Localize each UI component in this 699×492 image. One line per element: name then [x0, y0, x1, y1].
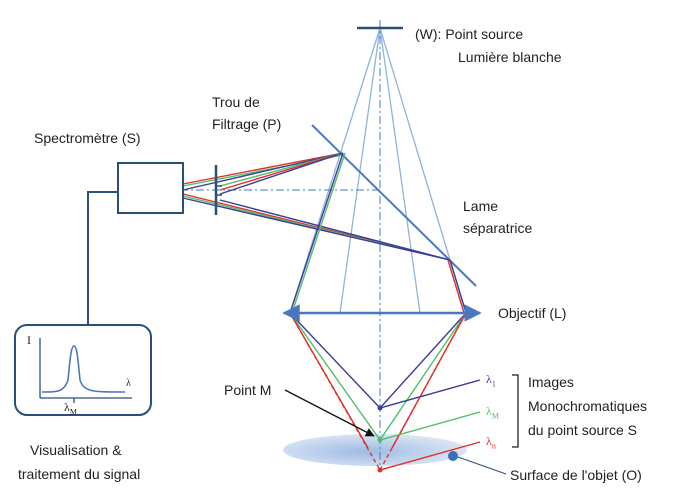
surface-label: Surface de l'objet (O)	[510, 467, 642, 483]
white-light-label: Lumière blanche	[458, 49, 562, 65]
lambda-m-label: λM	[486, 404, 499, 421]
beamsplitter-plate	[311, 124, 477, 287]
objective-label: Objectif (L)	[498, 305, 567, 321]
lambda-n-label: λn	[486, 434, 496, 451]
point-m-label: Point M	[224, 382, 272, 398]
surface-marker	[448, 451, 458, 461]
images-bracket	[512, 374, 519, 448]
signal-graph	[39, 338, 132, 403]
white-source-label: (W): Point source	[415, 26, 524, 42]
spectral-rays-upper	[182, 152, 451, 261]
focus-lambda-1	[377, 405, 383, 411]
filter-label-line2: Filtrage (P)	[212, 116, 282, 132]
graph-y-axis-label: I	[27, 333, 31, 347]
spectrometer-label: Spectromètre (S)	[34, 130, 141, 146]
images-label-line1: Images	[528, 374, 574, 390]
images-label-line2: Monochromatiques	[528, 398, 648, 414]
optical-axis	[180, 20, 381, 470]
beamsplitter-label-line2: séparatrice	[463, 220, 533, 236]
spectral-rays-lower	[289, 152, 481, 471]
surface-leader	[457, 456, 507, 475]
signal-cable	[87, 191, 118, 325]
visualisation-box	[14, 324, 152, 416]
filter-label-line1: Trou de	[212, 94, 260, 110]
white-light-cone	[289, 27, 467, 314]
focus-lambda-m	[377, 437, 383, 443]
lambda-1-label: λ1	[486, 372, 496, 389]
images-label-line3: du point source S	[528, 422, 637, 438]
beamsplitter-label-line1: Lame	[463, 198, 499, 214]
graph-peak-label: λM	[64, 400, 77, 417]
graph-x-axis-label: λ	[126, 378, 131, 389]
pinhole-filter	[214, 165, 222, 215]
focus-lambda-n	[377, 467, 383, 473]
signal-label-line1: Visualisation &	[30, 442, 122, 458]
signal-label-line2: traitement du signal	[18, 466, 141, 482]
point-m-arrow	[284, 389, 375, 437]
spectrometer-box	[117, 162, 184, 214]
